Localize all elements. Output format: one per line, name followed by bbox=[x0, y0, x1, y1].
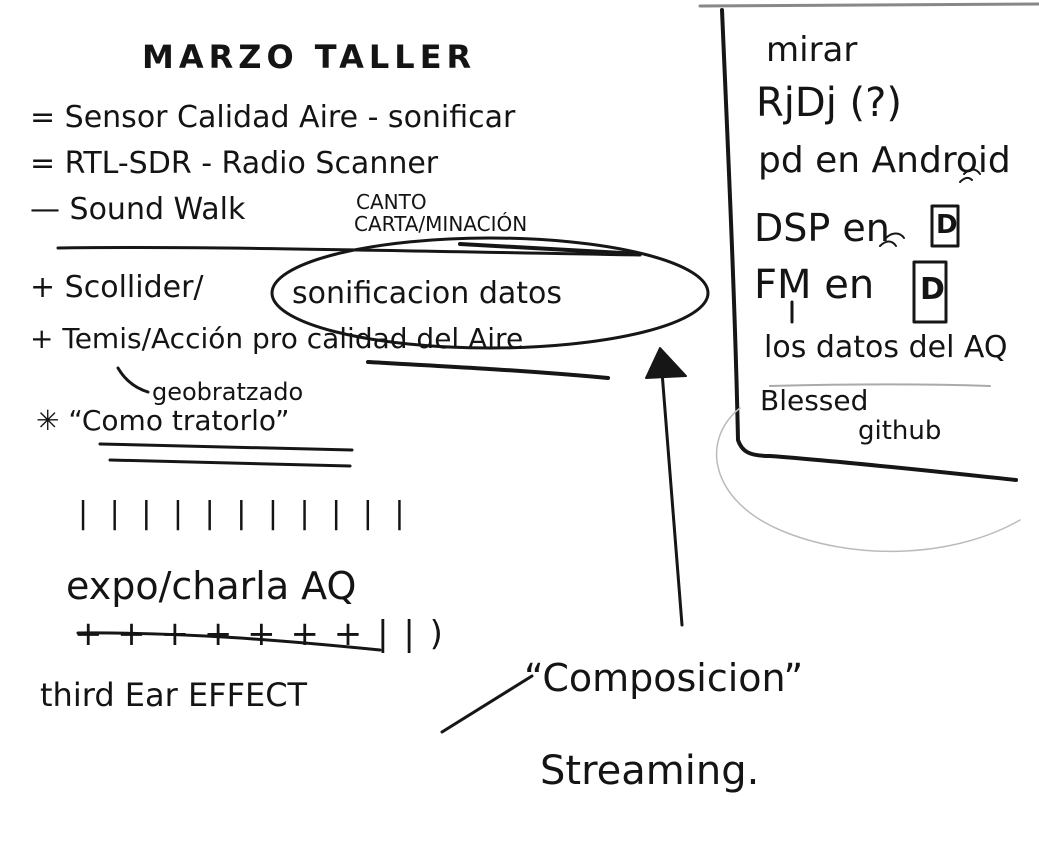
signal-waves-2 bbox=[879, 232, 905, 247]
right-item-mirar: mirar bbox=[766, 30, 858, 70]
tally-marks: | | | | | | | | | | | bbox=[78, 496, 411, 531]
dash-item-sensor: = Sensor Calidad Aire - sonificar bbox=[30, 100, 516, 135]
dash-item-rtl-sdr: = RTL-SDR - Radio Scanner bbox=[30, 146, 439, 181]
canto-label: CANTO bbox=[356, 190, 427, 214]
dash-item-sound-walk: — Sound Walk bbox=[30, 192, 246, 227]
arrow-head bbox=[645, 347, 687, 379]
right-item-rjdj: RjDj (?) bbox=[756, 80, 902, 126]
fm-device-glyph: D bbox=[920, 272, 945, 307]
faint-arc bbox=[715, 407, 1021, 553]
divider-line-1 bbox=[56, 245, 642, 257]
geobratzado-label: geobratzado bbox=[152, 378, 304, 406]
signal-waves-1 bbox=[959, 168, 981, 183]
tratorlo-underline-1 bbox=[98, 442, 354, 452]
link-line bbox=[440, 674, 534, 734]
right-item-blessed: Blessed bbox=[760, 384, 869, 417]
plus-item-temis: + Temis/Acción pro calidad del Aire bbox=[30, 322, 524, 355]
composicion-label: “Composicion” bbox=[524, 656, 804, 700]
sonificacion-ellipse bbox=[270, 236, 710, 350]
expo-charla: expo/charla AQ bbox=[66, 564, 357, 608]
cross-strike bbox=[76, 631, 382, 652]
cross-marks: + + + + + + + | | ) bbox=[74, 614, 445, 654]
right-item-fm: FM en bbox=[754, 262, 875, 308]
carta-minacion-label: CARTA/MINACIÓN bbox=[354, 212, 528, 236]
right-item-pd-android: pd en Android bbox=[758, 140, 1011, 181]
plus-item-scollider: + Scollider/ bbox=[30, 270, 204, 305]
carta-underline bbox=[458, 242, 642, 256]
streaming-label: Streaming. bbox=[540, 748, 760, 794]
sonificacion-datos: sonificacion datos bbox=[292, 276, 563, 311]
right-box-border bbox=[720, 8, 1018, 482]
arrow-shaft bbox=[660, 370, 684, 627]
tratorlo-underline-2 bbox=[108, 458, 352, 468]
geobratzado-hook bbox=[116, 366, 150, 394]
third-ear-effect: third Ear EFFECT bbox=[40, 676, 308, 714]
dsp-device-icon bbox=[930, 204, 960, 248]
datos-underline bbox=[769, 383, 991, 387]
right-item-github: github bbox=[858, 416, 942, 446]
calidad-underline bbox=[366, 360, 610, 380]
fm-device-icon bbox=[912, 260, 948, 324]
scan-edge bbox=[698, 2, 1039, 8]
star-item-como-tratorlo: ✳ “Como tratorlo” bbox=[36, 404, 290, 437]
note-title: MARZO TALLER bbox=[142, 38, 477, 76]
dsp-device-glyph: D bbox=[936, 210, 958, 240]
right-item-dsp: DSP en bbox=[754, 206, 890, 250]
right-item-datos-aq: los datos del AQ bbox=[764, 330, 1008, 365]
